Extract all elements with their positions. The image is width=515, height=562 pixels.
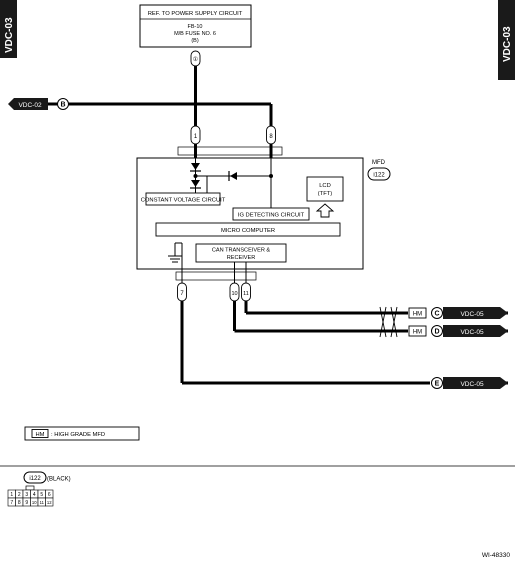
svg-text:VDC-05: VDC-05	[460, 329, 484, 336]
diode-3	[228, 171, 237, 181]
junction-dot	[193, 174, 198, 178]
incoming-letter: B	[60, 102, 65, 109]
power-box-line3: (B)	[191, 38, 199, 44]
svg-text:VDC-03: VDC-03	[4, 17, 15, 53]
pin-bottom-can-low: 10	[229, 282, 240, 302]
legend-hm: HM	[35, 432, 44, 438]
diode-1	[190, 163, 201, 172]
output-e-arrow: E VDC-05	[431, 377, 508, 389]
connector-reference: i122 (BLACK)	[23, 471, 71, 491]
connector-pin-number: 9	[25, 500, 28, 506]
svg-text:HM: HM	[413, 312, 422, 318]
svg-text:CONSTANT VOLTAGE CIRCUIT: CONSTANT VOLTAGE CIRCUIT	[141, 198, 226, 204]
svg-text:10: 10	[231, 291, 237, 297]
connector-pin-number: 4	[33, 492, 36, 498]
micro-computer-box: MICRO COMPUTER	[155, 222, 341, 237]
output-c-arrow: HM C VDC-05	[408, 307, 508, 319]
svg-text:1: 1	[194, 134, 198, 140]
pin-bottom-can-high: 11	[241, 282, 251, 302]
diode-2	[190, 180, 201, 189]
footer-code: WI-48330	[482, 552, 511, 559]
fuse-output-pin: ①	[190, 50, 201, 67]
svg-text:D: D	[434, 329, 439, 336]
connector-pin-cell	[45, 497, 54, 507]
right-side-tab: VDC-03	[498, 0, 515, 80]
junction-dot	[269, 174, 273, 178]
mfd-label: MFD	[372, 160, 386, 166]
svg-text:8: 8	[269, 134, 273, 140]
can-lines	[234, 262, 247, 269]
mfd-connector-badge: i122	[367, 167, 391, 181]
bottom-connector-housing	[175, 271, 257, 281]
power-box-title: REF. TO POWER SUPPLY CIRCUIT	[148, 11, 243, 17]
svg-text:i122: i122	[373, 173, 385, 179]
power-supply-reference-box: REF. TO POWER SUPPLY CIRCUIT FB-10 M/B F…	[139, 4, 252, 48]
svg-text:①: ①	[193, 56, 198, 63]
twisted-pair-symbol	[379, 306, 398, 338]
legend-box: HM : HIGH GRADE MFD	[24, 426, 140, 441]
svg-text:VDC-03: VDC-03	[502, 26, 513, 62]
svg-text:i122: i122	[29, 476, 41, 482]
connector-pin-number: 2	[18, 492, 21, 498]
power-box-line1: FB-10	[188, 24, 203, 30]
svg-text:HM: HM	[413, 330, 422, 336]
svg-text:7: 7	[180, 291, 184, 297]
svg-text:MICRO COMPUTER: MICRO COMPUTER	[221, 228, 275, 234]
output-d-arrow: HM D VDC-05	[408, 325, 508, 337]
pin-top-right: 8	[266, 125, 276, 145]
connector-pin-number: 12	[47, 500, 52, 505]
svg-text:E: E	[435, 381, 440, 388]
svg-text:LCD: LCD	[319, 183, 331, 189]
connector-pin-number: 11	[40, 500, 45, 505]
ig-detecting-circuit-box: IG DETECTING CIRCUIT	[232, 207, 310, 221]
up-arrow-icon	[315, 203, 335, 218]
svg-text:VDC-02: VDC-02	[18, 102, 42, 109]
incoming-vdc02-arrow: VDC-02 B	[8, 98, 69, 110]
svg-text:(TFT): (TFT)	[318, 191, 333, 197]
connector-pin-number: 3	[25, 492, 28, 498]
svg-text:VDC-05: VDC-05	[460, 311, 484, 318]
svg-text:(BLACK): (BLACK)	[47, 477, 71, 483]
power-box-line2: M/B FUSE NO. 6	[174, 31, 216, 37]
ground-symbol	[168, 242, 183, 269]
svg-text:VDC-05: VDC-05	[460, 381, 484, 388]
svg-text:CAN TRANSCEIVER &: CAN TRANSCEIVER &	[212, 248, 271, 254]
svg-text:11: 11	[243, 291, 249, 297]
connector-pin-number: 1	[10, 492, 13, 498]
connector-pin-number: 6	[48, 492, 51, 498]
left-side-tab: VDC-03	[0, 0, 17, 58]
connector-pin-number: 8	[18, 500, 21, 506]
svg-text:IG DETECTING CIRCUIT: IG DETECTING CIRCUIT	[238, 213, 305, 219]
svg-text:C: C	[434, 311, 439, 318]
can-transceiver-box: CAN TRANSCEIVER & RECEIVER	[195, 243, 287, 263]
pin-top-left: 1	[190, 125, 201, 145]
top-connector-housing	[177, 146, 283, 156]
legend-text: : HIGH GRADE MFD	[51, 432, 105, 438]
pin-bottom-ground: 7	[177, 282, 187, 302]
connector-pin-number: 10	[32, 500, 37, 505]
constant-voltage-circuit-box: CONSTANT VOLTAGE CIRCUIT	[141, 192, 226, 206]
connector-pin-number: 7	[10, 500, 13, 506]
lcd-box: LCD (TFT)	[306, 176, 344, 202]
connector-pin-number: 5	[40, 492, 43, 498]
svg-text:RECEIVER: RECEIVER	[227, 255, 256, 261]
